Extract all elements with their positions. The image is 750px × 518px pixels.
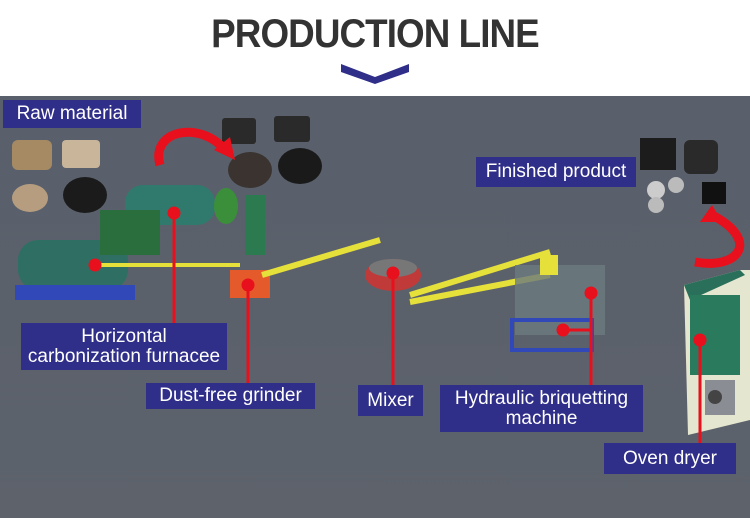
furnace-label: Horizontal carbonization furnacee xyxy=(21,323,227,370)
raw-material-label: Raw material xyxy=(3,100,141,128)
finished-product-image xyxy=(640,138,726,213)
furnace-label-line1: Horizontal xyxy=(81,325,167,347)
briquetting-label-line2: machine xyxy=(505,407,578,429)
grinder-label: Dust-free grinder xyxy=(146,383,315,409)
briquetting-label: Hydraulic briquetting machine xyxy=(440,385,643,432)
briquetting-label-line1: Hydraulic briquetting xyxy=(454,387,629,409)
chevron-down-icon xyxy=(341,64,409,84)
raw-material-image xyxy=(12,140,107,213)
oven-dryer-label: Oven dryer xyxy=(604,443,736,474)
charcoal-image xyxy=(222,116,322,188)
page-title: PRODUCTION LINE xyxy=(211,12,540,56)
furnace-label-line2: carbonization furnacee xyxy=(27,345,221,367)
finished-product-label: Finished product xyxy=(476,157,636,187)
pointer-lines xyxy=(88,206,707,443)
mixer-label: Mixer xyxy=(358,385,423,416)
